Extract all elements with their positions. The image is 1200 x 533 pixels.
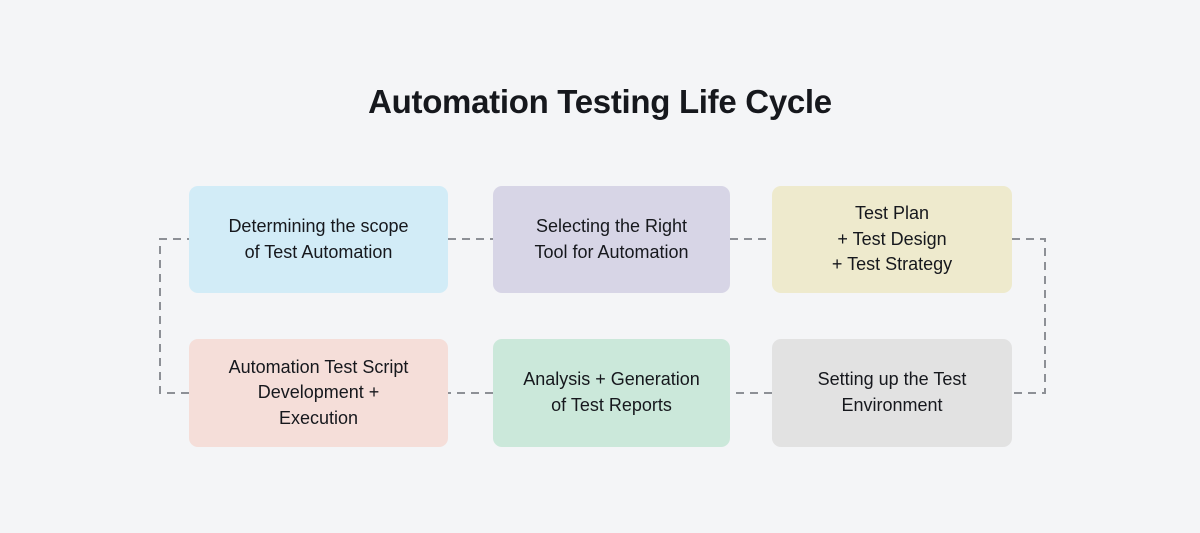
connector-stage6-to-stage1 (159, 238, 189, 394)
stage-box-script-development-execution[interactable]: Automation Test Script Development + Exe… (189, 339, 448, 447)
page-title: Automation Testing Life Cycle (368, 83, 832, 120)
stage-box-analysis-generation-reports[interactable]: Analysis + Generation of Test Reports (493, 339, 730, 447)
connector-stage3-to-stage4 (1012, 238, 1046, 394)
stage-box-test-plan-design-strategy[interactable]: Test Plan + Test Design + Test Strategy (772, 186, 1012, 293)
stage-box-determining-scope[interactable]: Determining the scope of Test Automation (189, 186, 448, 293)
stage-box-selecting-tool[interactable]: Selecting the Right Tool for Automation (493, 186, 730, 293)
stage-box-setting-up-environment[interactable]: Setting up the Test Environment (772, 339, 1012, 447)
